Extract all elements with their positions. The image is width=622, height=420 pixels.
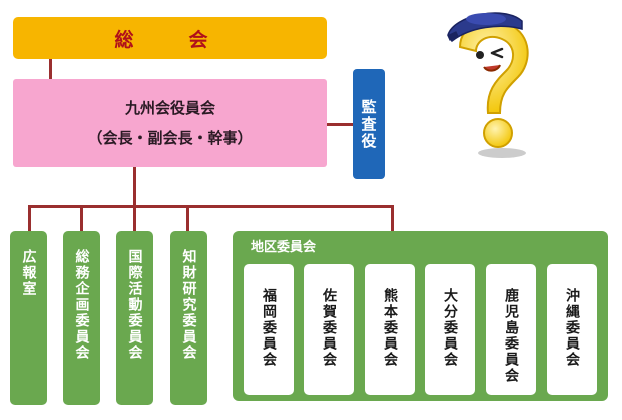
committee-label: 国際活動委員会 (126, 249, 143, 361)
question-mark-mascot-icon (447, 12, 529, 158)
subcommittee-saga[interactable]: 佐賀委員会 (304, 264, 354, 395)
subcommittee-label: 熊本委員会 (382, 288, 398, 368)
connector-general-board (49, 59, 52, 79)
committee-chizai-kenkyu[interactable]: 知財研究委員会 (170, 231, 207, 405)
subcommittee-label: 佐賀委員会 (321, 288, 337, 368)
auditor-box[interactable]: 監査役 (353, 69, 385, 179)
subcommittee-okinawa[interactable]: 沖縄委員会 (547, 264, 597, 395)
committee-koho[interactable]: 広報室 (10, 231, 47, 405)
committee-label: 総務企画委員会 (73, 249, 90, 361)
general-assembly-box[interactable]: 総 会 (13, 17, 327, 59)
board-title: 九州会役員会 (124, 99, 215, 117)
subcommittee-label: 大分委員会 (442, 288, 458, 368)
connector-drop-somu (80, 205, 83, 231)
committee-somu-kikaku[interactable]: 総務企画委員会 (63, 231, 100, 405)
subcommittee-label: 福岡委員会 (261, 288, 277, 368)
auditor-label: 監査役 (359, 98, 378, 150)
board-box[interactable]: 九州会役員会 （会長・副会長・幹事） (13, 79, 327, 167)
subcommittee-kagoshima[interactable]: 鹿児島委員会 (486, 264, 536, 395)
subcommittee-fukuoka[interactable]: 福岡委員会 (244, 264, 294, 395)
connector-board-down (133, 167, 136, 207)
regional-committee-box[interactable]: 地区委員会 (233, 231, 608, 401)
committee-label: 知財研究委員会 (180, 249, 197, 361)
connector-drop-kokusai (133, 205, 136, 231)
connector-board-auditor (327, 123, 353, 126)
connector-horizontal (28, 205, 394, 208)
connector-drop-koho (28, 205, 31, 231)
general-assembly-label: 総 会 (114, 28, 226, 51)
board-members: （会長・副会長・幹事） (87, 129, 253, 147)
subcommittee-label: 鹿児島委員会 (503, 288, 519, 384)
committee-label: 広報室 (20, 249, 37, 297)
subcommittee-kumamoto[interactable]: 熊本委員会 (365, 264, 415, 395)
connector-drop-regional (391, 205, 394, 231)
connector-drop-chizai (186, 205, 189, 231)
committee-kokusai-katsudo[interactable]: 国際活動委員会 (116, 231, 153, 405)
subcommittee-label: 沖縄委員会 (564, 288, 580, 368)
subcommittee-oita[interactable]: 大分委員会 (425, 264, 475, 395)
regional-committee-title: 地区委員会 (251, 240, 317, 255)
